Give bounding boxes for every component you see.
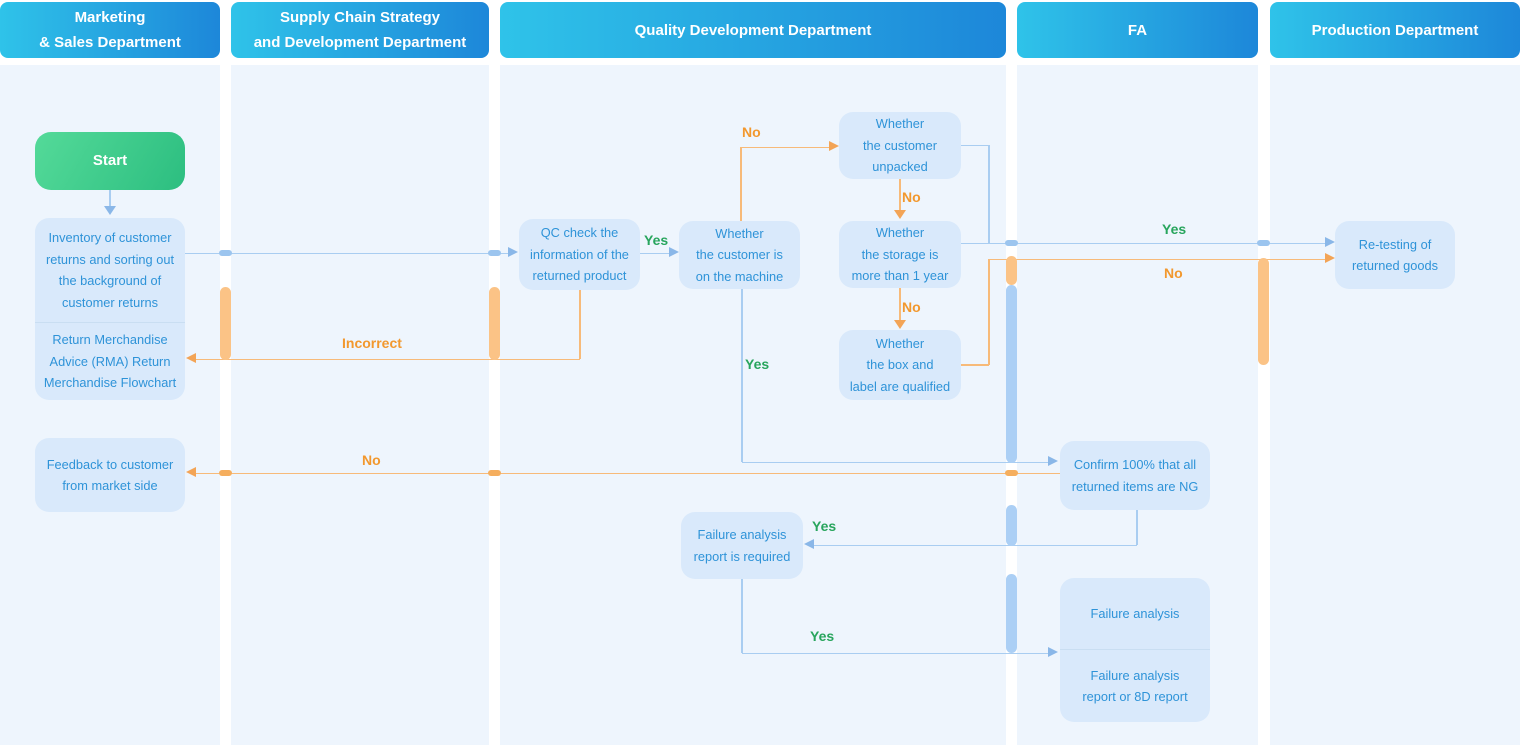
node-inventory: Inventory of customer returns and sortin… [45,230,175,310]
edge-confirm-to-fareq-arrowhead [804,539,814,549]
edge-fareq-to-failure-arrowhead [1048,647,1058,657]
edge-label-retest-yes: Yes [1162,221,1187,237]
edge-boxlabel-to-retesting-segment [961,364,989,366]
edge-unpacked-right-segment [988,145,990,244]
lane-crossing-bar [1006,505,1017,546]
divider [1060,649,1210,650]
node-retesting: Re-testing of returned goods [1335,221,1455,289]
node-unpacked: Whether the customer unpacked [839,112,961,179]
lane-crossing-bar [220,287,231,360]
edge-machine-to-confirm-segment [742,461,1048,463]
edge-label-fa-yes: Yes [810,628,835,644]
edge-qc-incorrect-segment [579,289,581,359]
node-fa-report: Failure analysis report or 8D report [1082,667,1188,705]
node-group-inventory-rma: Inventory of customer returns and sortin… [35,218,185,400]
lane-header-fa: FA [1017,2,1258,58]
node-group-failure-analysis: Failure analysis Failure analysis report… [1060,578,1210,722]
edge-storage-to-retesting-segment [961,242,1325,244]
edge-start-to-inventory-segment [109,190,111,206]
lane-crossing-bridge [488,250,501,256]
node-failure-analysis: Failure analysis [1090,605,1180,621]
edge-machine-to-unpacked-segment [740,147,742,221]
lane-crossing-bar [1006,574,1017,653]
edge-confirm-to-fareq-segment [814,544,1137,546]
edge-confirm-to-fareq-segment [1136,510,1138,545]
node-rma: Return Merchandise Advice (RMA) Return M… [43,332,177,391]
edge-fareq-to-failure-segment [742,652,1048,654]
edge-inventory-to-qc-segment [185,252,508,254]
edge-confirm-to-feedback-arrowhead [186,467,196,477]
lane-crossing-bridge [488,470,501,476]
edge-unpacked-right-segment [961,144,990,146]
lane-header-supply: Supply Chain Strategy and Development De… [231,2,489,58]
node-qc-check: QC check the information of the returned… [519,219,640,290]
edge-label-boxlabel-no: No [902,299,921,315]
lane-header-quality: Quality Development Department [500,2,1006,58]
lane-crossing-bar [1258,258,1269,365]
node-confirm-ng: Confirm 100% that all returned items are… [1060,441,1210,510]
lane-crossing-bridge [219,470,232,476]
node-box-label: Whether the box and label are qualified [839,330,961,400]
node-fa-required: Failure analysis report is required [681,512,803,579]
edge-confirm-to-feedback-segment [196,472,1060,474]
edge-storage-to-boxlabel-arrowhead [894,320,906,329]
edge-boxlabel-to-retesting-arrowhead [1325,253,1335,263]
lane-bg-production [1270,65,1520,745]
edge-label-feedback-no: No [362,452,381,468]
lane-crossing-bridge [1005,240,1018,246]
edge-machine-to-unpacked-arrowhead [829,141,839,151]
edge-unpacked-to-storage-segment [899,179,901,210]
edge-label-qc-yes: Yes [644,232,669,248]
edge-machine-to-confirm-segment [741,289,743,462]
node-start: Start [35,132,185,190]
node-on-machine: Whether the customer is on the machine [679,221,800,289]
lane-crossing-bridge [219,250,232,256]
lane-crossing-bridge [1005,470,1018,476]
edge-inventory-to-qc-arrowhead [508,247,518,257]
edge-machine-to-unpacked-segment [740,146,829,148]
edge-machine-to-confirm-arrowhead [1048,456,1058,466]
edge-label-machine-yes: Yes [745,356,770,372]
lane-crossing-bar [1006,256,1017,285]
lane-crossing-bar [1006,285,1017,463]
edge-unpacked-to-storage-arrowhead [894,210,906,219]
edge-label-incorrect: Incorrect [342,335,402,351]
divider [35,322,185,323]
edge-qc-to-machine-segment [640,252,669,254]
edge-start-to-inventory-arrowhead [104,206,116,215]
lane-crossing-bridge [1257,240,1270,246]
edge-storage-to-boxlabel-segment [899,288,901,320]
edge-label-retest-no: No [1164,265,1183,281]
edge-qc-to-machine-arrowhead [669,247,679,257]
lane-header-production: Production Department [1270,2,1520,58]
edge-fareq-to-failure-segment [741,579,743,653]
edge-boxlabel-to-retesting-segment [988,259,990,365]
edge-label-unpacked-no: No [742,124,761,140]
edge-qc-incorrect-segment [196,358,580,360]
edge-label-storage-no: No [902,189,921,205]
edge-qc-incorrect-arrowhead [186,353,196,363]
edge-label-confirm-yes: Yes [812,518,837,534]
node-storage: Whether the storage is more than 1 year [839,221,961,288]
lane-header-marketing: Marketing & Sales Department [0,2,220,58]
lane-bg-supply [231,65,489,745]
edge-boxlabel-to-retesting-segment [989,258,1325,260]
edge-storage-to-retesting-arrowhead [1325,237,1335,247]
lane-crossing-bar [489,287,500,360]
node-feedback: Feedback to customer from market side [35,438,185,512]
